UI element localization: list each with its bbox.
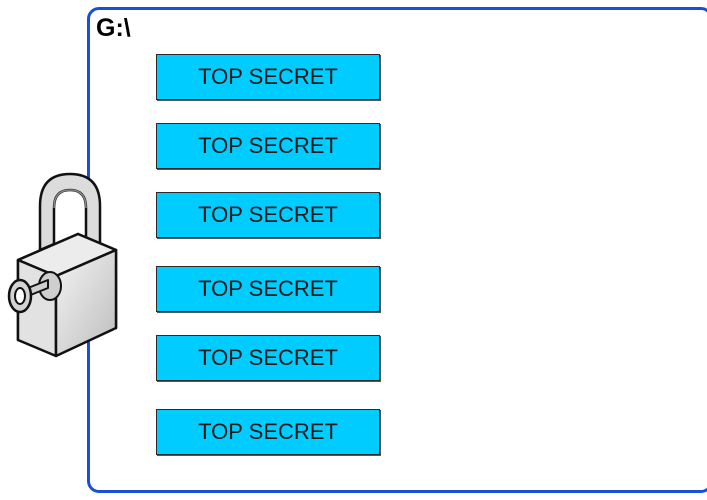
secret-folder-4[interactable]: TOP SECRET	[156, 266, 380, 312]
padlock-icon	[0, 168, 125, 358]
secret-folder-6[interactable]: TOP SECRET	[156, 409, 380, 455]
secret-folder-3[interactable]: TOP SECRET	[156, 192, 380, 238]
drive-label: G:\	[96, 14, 131, 43]
secret-folder-2[interactable]: TOP SECRET	[156, 123, 380, 169]
secret-folder-5[interactable]: TOP SECRET	[156, 335, 380, 381]
secret-folder-1[interactable]: TOP SECRET	[156, 54, 380, 100]
